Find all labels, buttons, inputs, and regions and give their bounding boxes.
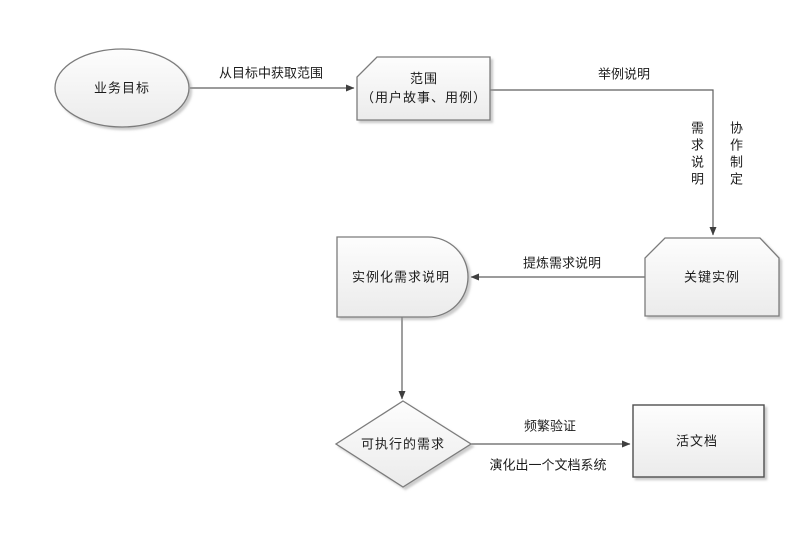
edge-label-evolve-doc-system: 演化出一个文档系统 xyxy=(489,458,607,474)
edge-side-label-collaborate: 协作制定 xyxy=(727,121,742,189)
node-key-examples xyxy=(644,237,780,317)
node-living-documentation xyxy=(632,404,765,478)
node-business-goal xyxy=(54,48,190,128)
edge-label-refine-spec: 提炼需求说明 xyxy=(522,256,602,272)
edge-label-frequent-validation: 频繁验证 xyxy=(523,419,577,435)
node-scope-label-line2: （用户故事、用例） xyxy=(360,91,488,106)
node-scope-label-line1: 范围 xyxy=(409,72,439,87)
edge-label-illustrate: 举例说明 xyxy=(597,67,651,83)
node-key-examples-label: 关键实例 xyxy=(683,270,741,286)
node-instantiated-requirements xyxy=(336,236,469,318)
edge-side-label-requirement-spec: 需求说明 xyxy=(688,121,703,189)
node-scope xyxy=(356,56,491,121)
edge-label-derive-scope: 从目标中获取范围 xyxy=(218,66,324,82)
edge-scope-to-key-examples xyxy=(490,89,717,236)
node-executable-requirements xyxy=(334,400,473,488)
node-executable-requirements-label: 可执行的需求 xyxy=(360,437,446,453)
node-scope-label: 范围 （用户故事、用例） xyxy=(361,70,487,108)
node-living-documentation-label: 活文档 xyxy=(675,434,719,450)
node-business-goal-label: 业务目标 xyxy=(93,81,151,97)
node-instantiated-requirements-label: 实例化需求说明 xyxy=(351,270,451,286)
